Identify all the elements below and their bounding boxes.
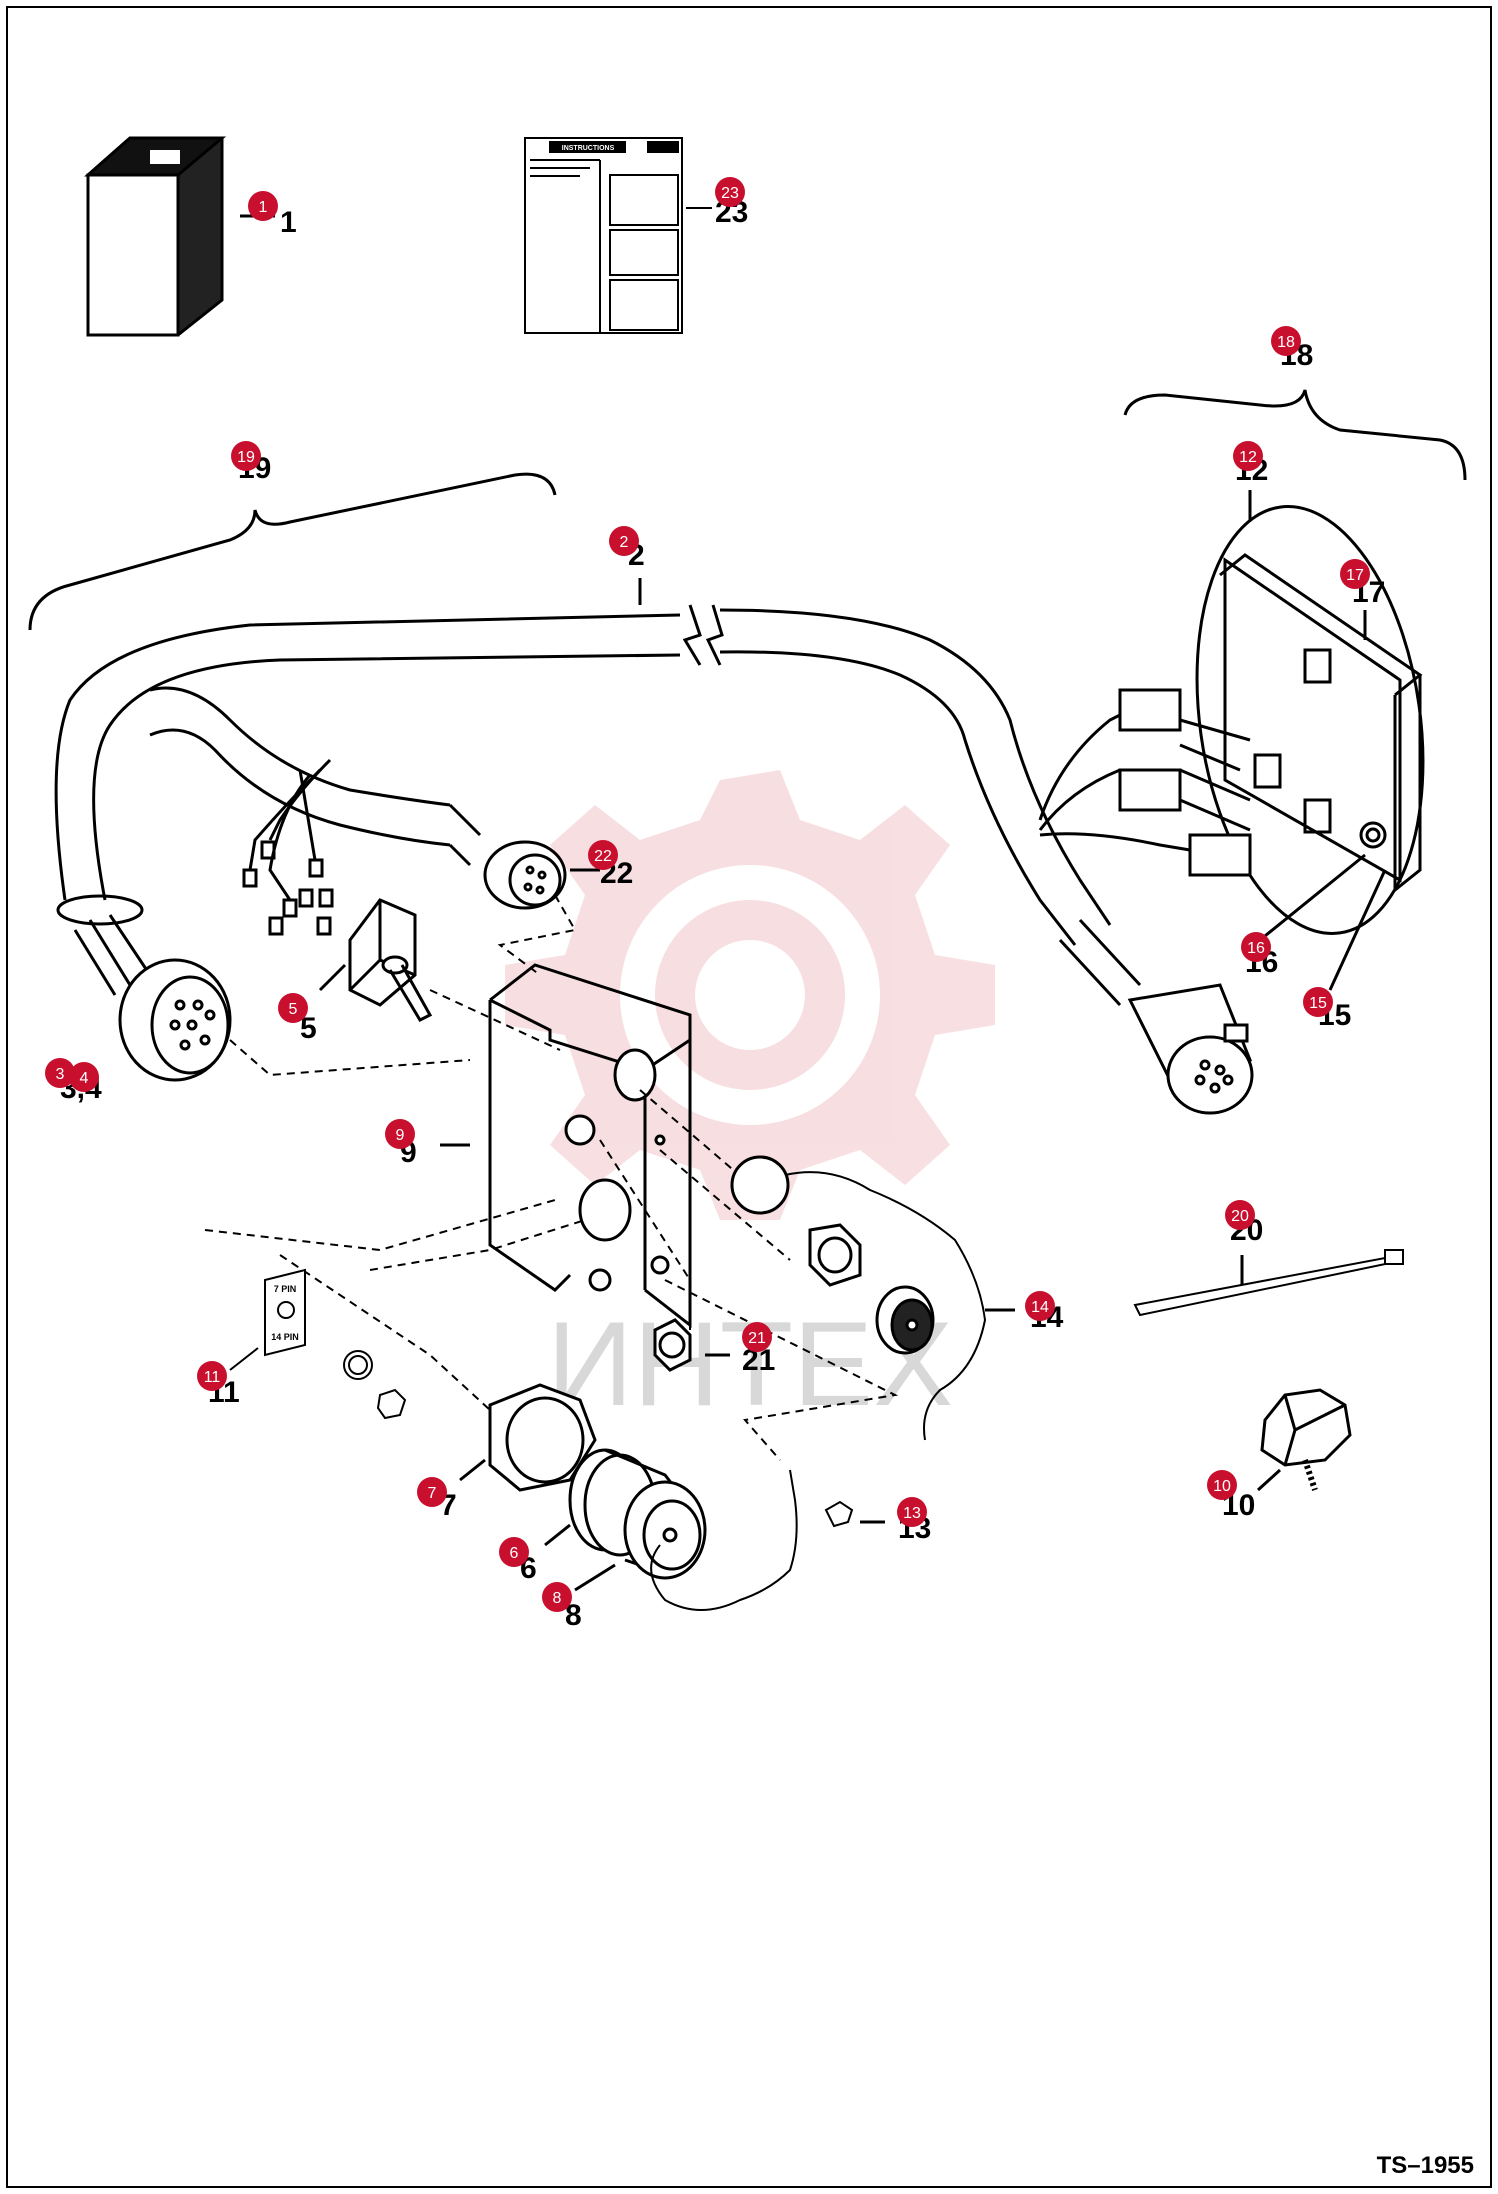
harness-cable bbox=[54, 578, 1254, 1115]
svg-text:10: 10 bbox=[1213, 1478, 1231, 1495]
marker-23: 23 bbox=[715, 177, 745, 207]
marker-18: 18 bbox=[1271, 326, 1301, 356]
svg-text:5: 5 bbox=[289, 1001, 298, 1018]
svg-text:4: 4 bbox=[80, 1070, 89, 1087]
socket-chain bbox=[650, 1469, 798, 1611]
svg-text:3: 3 bbox=[56, 1066, 65, 1083]
svg-text:6: 6 bbox=[510, 1545, 519, 1562]
marker-12: 12 bbox=[1233, 441, 1263, 471]
svg-text:11: 11 bbox=[204, 1369, 221, 1386]
svg-text:21: 21 bbox=[748, 1330, 766, 1347]
mounting-bracket bbox=[440, 963, 692, 1329]
watermark-logo bbox=[505, 770, 995, 1220]
marker-19: 19 bbox=[231, 441, 261, 471]
marker-4: 4 bbox=[69, 1062, 99, 1092]
instruction-sheet bbox=[524, 137, 712, 334]
marker-20: 20 bbox=[1225, 1200, 1255, 1230]
instruction-sheet-heading: INSTRUCTIONS bbox=[562, 145, 615, 152]
svg-text:14: 14 bbox=[1031, 1299, 1049, 1316]
terminal-panel bbox=[1038, 490, 1425, 991]
drawing-code: TS–1955 bbox=[1376, 2152, 1474, 2179]
svg-text:19: 19 bbox=[237, 449, 255, 466]
svg-text:16: 16 bbox=[1247, 940, 1265, 957]
svg-text:2: 2 bbox=[620, 534, 629, 551]
red-markers: 1 23 18 19 12 2 17 22 16 5 15 3 4 9 20 1… bbox=[45, 177, 1370, 1612]
svg-text:8: 8 bbox=[553, 1590, 562, 1607]
upper-cap-assembly bbox=[653, 1155, 1015, 1372]
cable-tie bbox=[1133, 1249, 1404, 1317]
cap-chain bbox=[784, 1171, 987, 1441]
socket-assembly bbox=[459, 1383, 707, 1592]
marker-10: 10 bbox=[1207, 1470, 1237, 1500]
svg-text:9: 9 bbox=[396, 1127, 405, 1144]
callout-5: 5 bbox=[300, 1012, 317, 1045]
callout-labels: 1 23 18 19 12 2 17 22 16 5 15 3,4 9 20 1… bbox=[60, 196, 1385, 1632]
svg-text:12: 12 bbox=[1239, 449, 1257, 466]
brace-19 bbox=[28, 472, 557, 631]
marker-6: 6 bbox=[499, 1537, 529, 1567]
svg-text:1: 1 bbox=[259, 199, 268, 216]
marker-9: 9 bbox=[385, 1119, 415, 1149]
marker-22: 22 bbox=[588, 840, 618, 870]
marker-8: 8 bbox=[542, 1582, 572, 1612]
svg-text:17: 17 bbox=[1346, 567, 1364, 584]
decal-top-text: 7 PIN bbox=[274, 1284, 297, 1294]
svg-text:18: 18 bbox=[1277, 334, 1295, 351]
svg-text:15: 15 bbox=[1309, 995, 1327, 1012]
toggle-switch bbox=[318, 898, 433, 1022]
plug-part bbox=[824, 1500, 885, 1528]
marker-11: 11 bbox=[197, 1361, 227, 1391]
marker-17: 17 bbox=[1340, 559, 1370, 589]
svg-text:7: 7 bbox=[428, 1485, 437, 1502]
marker-7: 7 bbox=[417, 1477, 447, 1507]
marker-13: 13 bbox=[897, 1497, 927, 1527]
box-part bbox=[84, 136, 275, 337]
decal-bottom-text: 14 PIN bbox=[271, 1332, 299, 1342]
knob-part bbox=[1256, 1388, 1352, 1492]
marker-3: 3 bbox=[45, 1058, 75, 1088]
decal-plate bbox=[229, 1268, 407, 1420]
svg-text:20: 20 bbox=[1231, 1208, 1249, 1225]
marker-1: 1 bbox=[248, 191, 278, 221]
marker-15: 15 bbox=[1303, 987, 1333, 1017]
svg-text:13: 13 bbox=[903, 1505, 921, 1522]
brace-18 bbox=[1123, 389, 1467, 481]
marker-5: 5 bbox=[278, 993, 308, 1023]
svg-text:22: 22 bbox=[594, 848, 612, 865]
assembly-lines bbox=[204, 894, 899, 1461]
marker-14: 14 bbox=[1025, 1291, 1055, 1321]
drawing-frame bbox=[6, 6, 1492, 2188]
marker-16: 16 bbox=[1241, 932, 1271, 962]
callout-8: 8 bbox=[565, 1599, 582, 1632]
svg-text:23: 23 bbox=[721, 185, 739, 202]
marker-21: 21 bbox=[742, 1322, 772, 1352]
callout-1: 1 bbox=[280, 206, 297, 239]
marker-2: 2 bbox=[609, 526, 639, 556]
